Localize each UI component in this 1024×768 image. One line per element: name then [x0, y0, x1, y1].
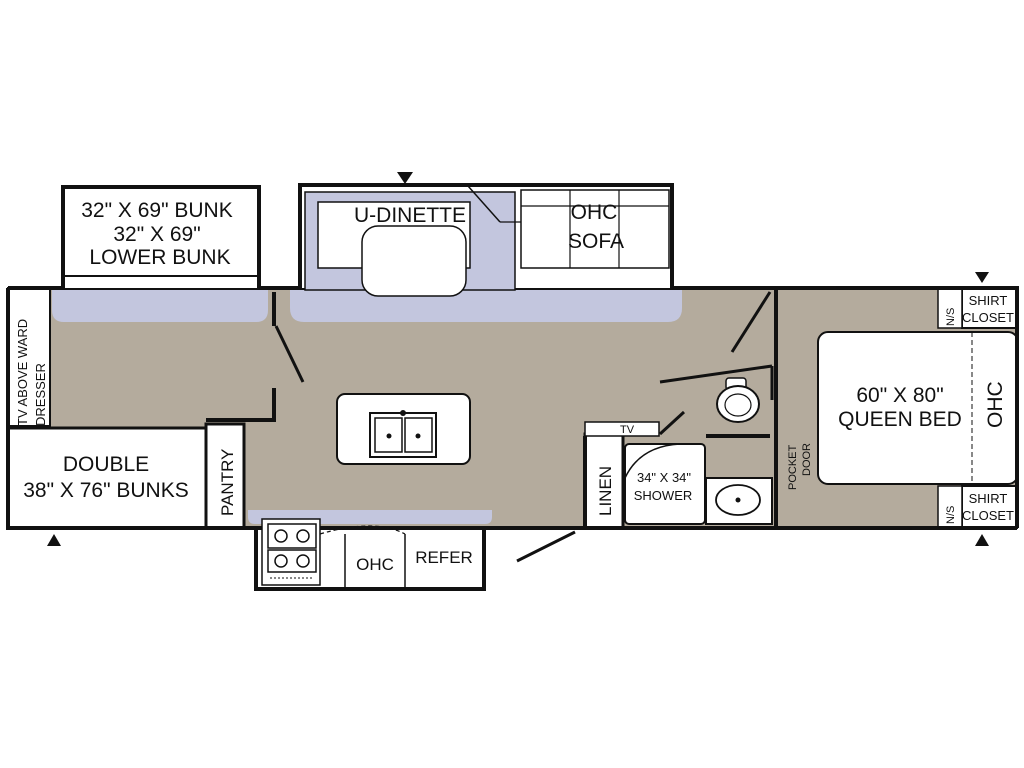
shower-curve: [624, 443, 681, 479]
bunk-upper-label: 32" X 69" BUNK: [81, 199, 232, 222]
bunk-mid-label: 32" X 69": [113, 223, 200, 246]
bed-ohc-label: OHC: [984, 381, 1007, 428]
closet-bottom-label: CLOSET: [962, 508, 1014, 523]
entry-door-arrow-icon: [397, 172, 413, 184]
dinette-slideout: [290, 183, 682, 322]
tv-bath-label: TV: [620, 424, 635, 436]
shirt-bottom-label: SHIRT: [969, 491, 1008, 506]
pantry-label: PANTRY: [218, 449, 237, 516]
entry-door-arrow-icon: [975, 272, 989, 283]
lavatory-icon: [715, 484, 761, 516]
double-bunks-size-label: 38" X 76" BUNKS: [23, 479, 189, 502]
stove-burner-icon: [267, 523, 317, 579]
double-bunks-room: [6, 426, 208, 530]
dresser-label: DRESSER: [33, 363, 48, 426]
tv-shelf: [584, 421, 660, 437]
door-swings: [274, 291, 778, 563]
ns-bottom-label: N/S: [945, 506, 957, 524]
sofa-label: SOFA: [568, 230, 624, 253]
toilet-icon: [716, 377, 760, 423]
nightstand-bottom: [937, 485, 963, 529]
refer-label: REFER: [415, 548, 473, 567]
queen-size-label: 60" X 80": [856, 384, 943, 407]
pocket-label: POCKET: [787, 444, 799, 490]
dinette-label: U-DINETTE: [354, 204, 466, 227]
pocket-door-label: DOOR: [801, 443, 813, 476]
sink-icon: [369, 410, 437, 458]
shower-size-label: 34" X 34": [637, 470, 691, 485]
double-bunks-label: DOUBLE: [63, 453, 149, 476]
tv-wardrobe-label: TV ABOVE WARD: [15, 319, 30, 426]
linen-label: LINEN: [596, 466, 615, 516]
interior-walls: [206, 288, 778, 528]
shower-label: SHOWER: [634, 488, 693, 503]
bunk-slideout: [52, 185, 268, 322]
nightstand-top: [937, 287, 963, 329]
window-marks: [95, 286, 912, 530]
exterior-walls: [6, 286, 1019, 530]
shirt-top-label: SHIRT: [969, 293, 1008, 308]
ns-top-label: N/S: [945, 308, 957, 326]
bunk-lower-label: LOWER BUNK: [89, 246, 230, 269]
kitchen-ohc-label: OHC: [356, 555, 394, 574]
queen-bed-label: QUEEN BED: [838, 408, 962, 431]
closet-top-label: CLOSET: [962, 310, 1014, 325]
slide-ohc-label: OHC: [571, 201, 618, 224]
entry-door-arrow-icon: [975, 534, 989, 546]
entry-door-arrow-icon: [47, 534, 61, 546]
